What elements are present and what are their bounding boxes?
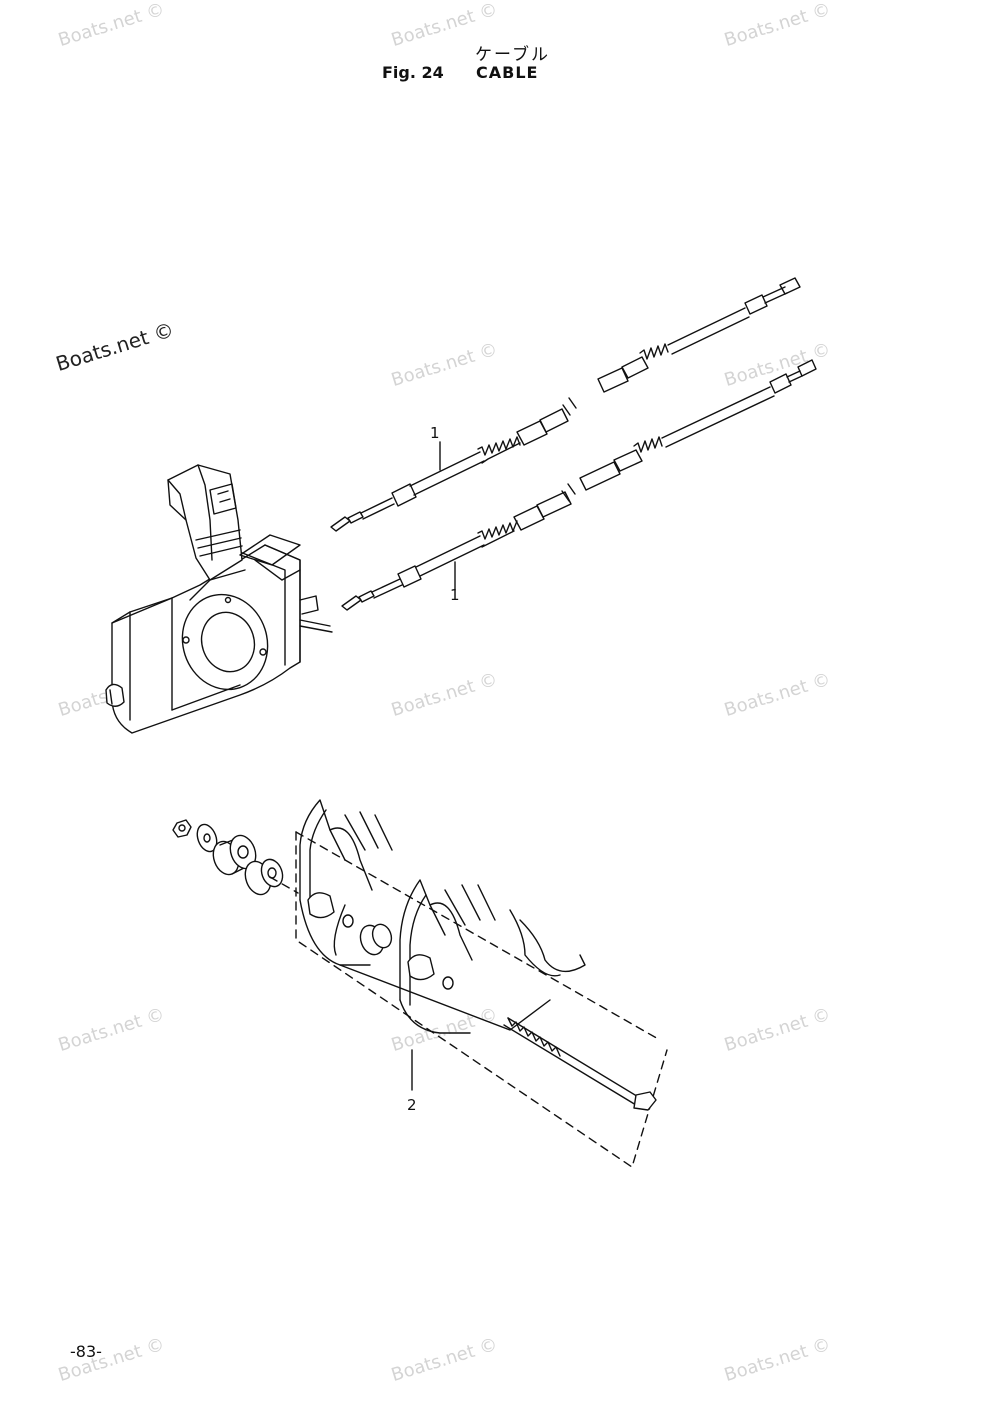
- cable-end-fitting: [537, 492, 571, 517]
- cable-end-connector: [780, 278, 800, 294]
- nut: [173, 820, 191, 837]
- cable-end-connector: [348, 512, 363, 523]
- callout-part-2: 2: [407, 1096, 417, 1114]
- cable-lower: [342, 360, 816, 610]
- cable-end-fitting: [514, 506, 544, 530]
- page-number: -83-: [70, 1342, 102, 1361]
- cable-end-connector: [331, 517, 350, 531]
- cable-sleeve: [392, 484, 416, 506]
- callout-part-1-upper: 1: [430, 424, 440, 442]
- cable-end-connector: [359, 591, 374, 602]
- cable-end-connector: [342, 596, 361, 610]
- figure-title: CABLE: [476, 63, 539, 82]
- grommet: [241, 856, 286, 898]
- cable-sleeve: [398, 566, 421, 587]
- cable-end-fitting: [598, 368, 628, 392]
- cable-sleeve: [745, 295, 767, 314]
- washer: [194, 822, 220, 854]
- cable-end-fitting: [614, 450, 642, 471]
- cable-end-fitting: [517, 421, 547, 445]
- mounting-bolt: [504, 1018, 656, 1110]
- figure-title-japanese: ケーブル: [475, 45, 550, 65]
- cable-end-fitting: [540, 409, 568, 432]
- cable-end-fitting: [622, 357, 648, 378]
- cable-sleeve: [770, 374, 791, 393]
- callout-part-1-lower: 1: [450, 586, 460, 604]
- mounting-kit: [173, 800, 667, 1167]
- grommet: [209, 832, 260, 878]
- cable-upper: [331, 278, 800, 531]
- cable-end-fitting: [580, 462, 620, 490]
- remote-control-box: [106, 465, 332, 733]
- figure-number: Fig. 24: [382, 63, 444, 82]
- cable-end-connector: [798, 360, 816, 376]
